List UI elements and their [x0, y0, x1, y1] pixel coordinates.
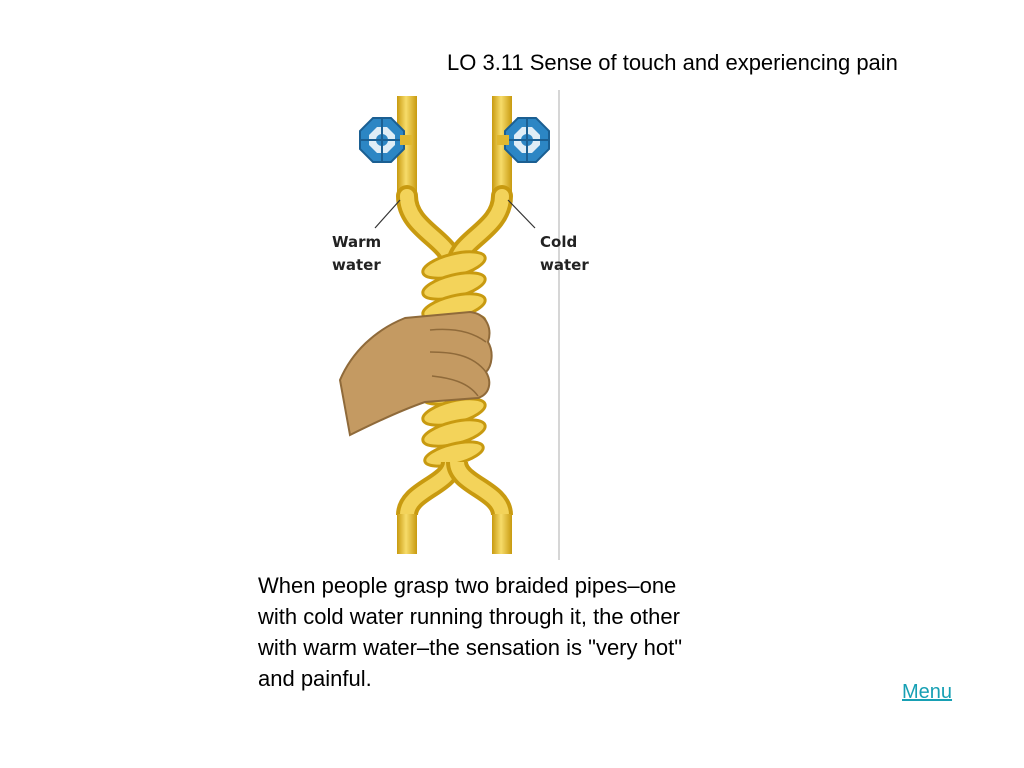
valve-icon [497, 117, 550, 163]
cold-water-label-line1: Cold [540, 233, 577, 251]
braided-pipes-illustration: Warm water Cold water [332, 90, 589, 560]
slide-title: LO 3.11 Sense of touch and experiencing … [447, 50, 898, 75]
cold-pipe-top [492, 96, 512, 196]
warm-water-label-line2: water [332, 256, 381, 274]
valve-icon [359, 117, 412, 163]
cold-water-label-line2: water [540, 256, 589, 274]
warm-pipe-bottom [397, 514, 417, 554]
braided-pipes-figure: Warm water Cold water [330, 90, 600, 560]
warm-pipe-top [397, 96, 417, 196]
warm-water-label-line1: Warm [332, 233, 381, 251]
menu-link[interactable]: Menu [902, 681, 953, 703]
hand-icon [338, 310, 493, 437]
figure-caption: When people grasp two braided pipes–one … [258, 573, 683, 691]
cold-pipe-bottom [492, 514, 512, 554]
